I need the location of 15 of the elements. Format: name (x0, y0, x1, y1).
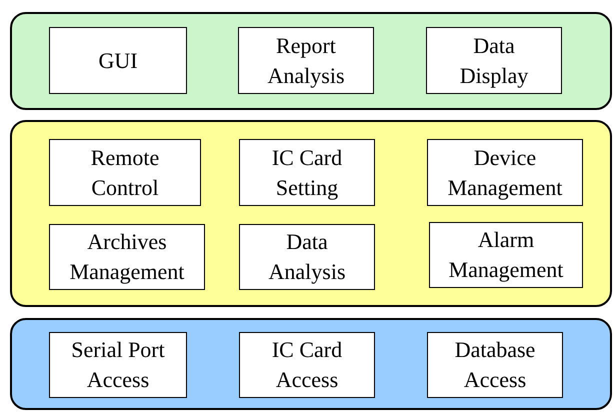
module-box: Remote Control (49, 139, 201, 206)
layer-panel (10, 120, 612, 307)
layer-panel (10, 318, 612, 410)
module-box: Alarm Management (429, 222, 583, 288)
module-box: IC Card Setting (239, 139, 375, 206)
module-box: GUI (49, 27, 187, 94)
module-box: Data Display (426, 27, 562, 94)
module-box: Archives Management (49, 224, 205, 290)
module-box: Data Analysis (239, 224, 375, 290)
module-box: IC Card Access (239, 332, 375, 398)
layer-panel (10, 12, 612, 110)
module-box: Database Access (427, 332, 563, 398)
module-box: Report Analysis (238, 27, 374, 94)
module-box: Serial Port Access (49, 332, 187, 398)
module-box: Device Management (427, 139, 583, 206)
